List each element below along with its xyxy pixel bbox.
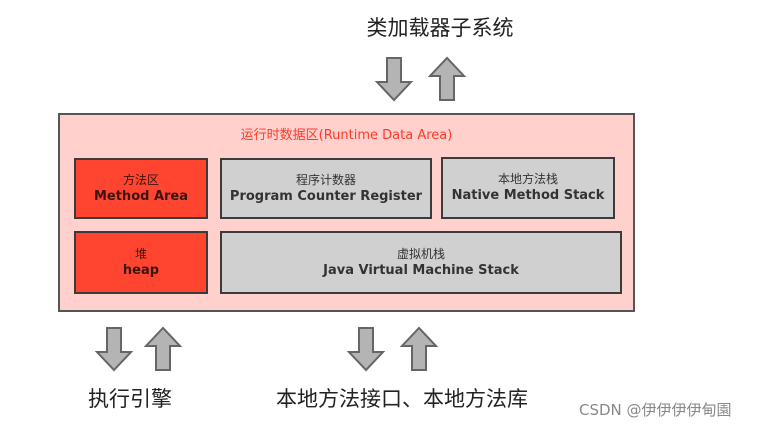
execution-engine-label: 执行引擎 — [88, 387, 172, 411]
down-arrow-icon — [374, 56, 414, 102]
native-method-stack-box: 本地方法栈 Native Method Stack — [441, 157, 615, 219]
class-loader-subsystem-label: 类加载器子系统 — [366, 16, 514, 40]
heap-en: heap — [122, 262, 160, 278]
program-counter-en: Program Counter Register — [229, 188, 423, 204]
jvm-stack-box: 虚拟机栈 Java Virtual Machine Stack — [220, 231, 622, 294]
program-counter-register-box: 程序计数器 Program Counter Register — [220, 158, 432, 219]
method-area-box: 方法区 Method Area — [74, 158, 208, 219]
watermark: CSDN @伊伊伊伊甸園 — [579, 401, 732, 419]
up-arrow-icon — [427, 56, 467, 102]
native-method-stack-cn: 本地方法栈 — [497, 172, 558, 186]
up-arrow-icon — [143, 326, 183, 372]
method-area-en: Method Area — [93, 188, 189, 204]
method-area-cn: 方法区 — [122, 172, 159, 187]
down-arrow-icon — [94, 326, 134, 372]
down-arrow-icon — [346, 326, 386, 372]
native-method-stack-en: Native Method Stack — [451, 188, 605, 203]
jvm-stack-cn: 虚拟机栈 — [396, 246, 445, 261]
native-interface-label: 本地方法接口、本地方法库 — [276, 387, 528, 411]
program-counter-cn: 程序计数器 — [295, 172, 356, 187]
jvm-stack-en: Java Virtual Machine Stack — [323, 262, 519, 278]
up-arrow-icon — [399, 326, 439, 372]
heap-box: 堆 heap — [74, 231, 208, 294]
runtime-data-area-label: 运行时数据区(Runtime Data Area) — [240, 128, 453, 143]
heap-cn: 堆 — [134, 246, 147, 261]
